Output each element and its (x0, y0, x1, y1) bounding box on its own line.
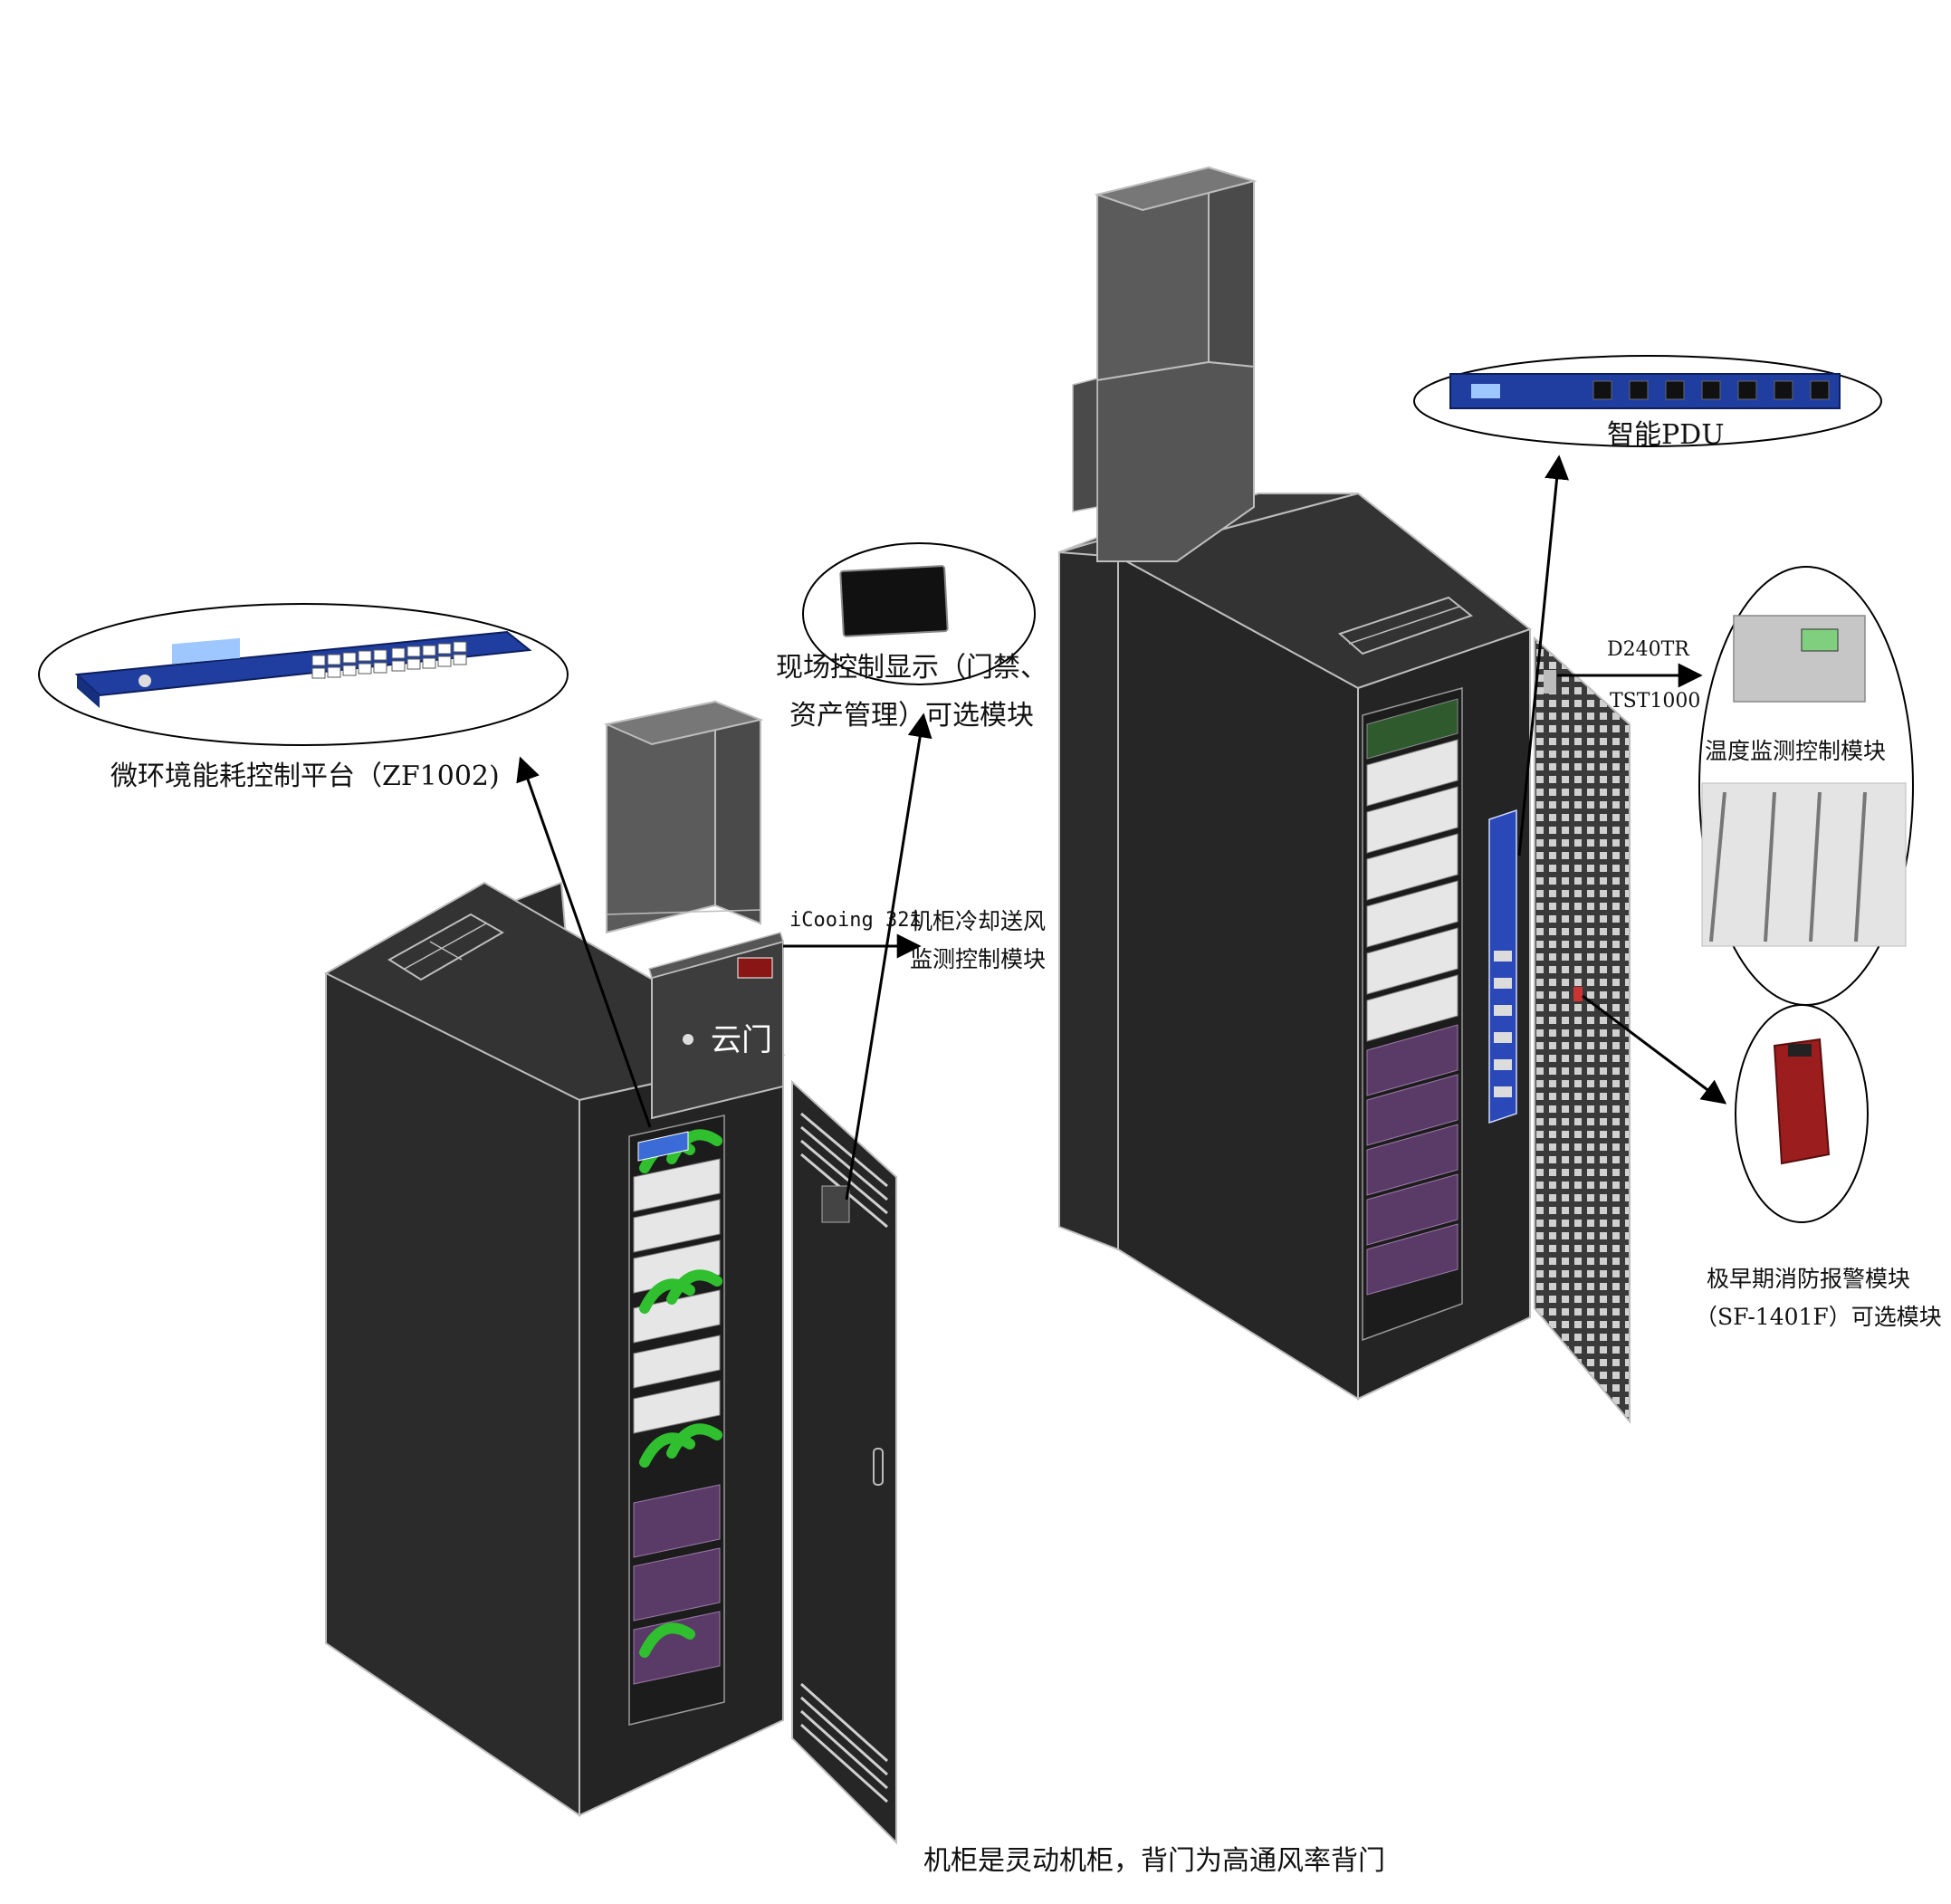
label-temp-module: 温度监测控制模块 (1705, 738, 1887, 764)
label-icooling-desc2: 监测控制模块 (910, 946, 1047, 972)
label-display-line2: 资产管理）可选模块 (789, 700, 1034, 732)
label-platform: 微环境能耗控制平台（ZF1002) (110, 761, 500, 792)
arrow-fire (1582, 994, 1727, 1105)
right-rear-door (1534, 636, 1631, 1424)
right-cabinet-side (1058, 528, 1119, 1251)
left-rear-door (791, 1079, 897, 1845)
label-pdu: 智能PDU (1607, 419, 1725, 451)
diagram-caption: 机柜是灵动机柜，背门为高通风率背门 (923, 1845, 1385, 1877)
platform-controller-callout: SHINE (38, 603, 569, 746)
rack-pdu-strip (1488, 808, 1517, 1124)
fire-alarm-callout (1735, 1004, 1869, 1223)
icooling-unit: 云门 (648, 932, 784, 1120)
temperature-module-callout (1698, 566, 1914, 1006)
cooling-unit-glyph: 云门 (711, 1022, 772, 1058)
right-air-duct (1072, 166, 1258, 562)
label-display-line1: 现场控制显示（门禁、 (776, 652, 1047, 684)
label-icooling-name: iCooing 321 (789, 909, 922, 932)
right-cabinet (1058, 492, 1533, 1401)
arrow-pdu (1517, 454, 1570, 856)
label-tst1000: TST1000 (1610, 690, 1701, 713)
label-fire-line1: 极早期消防报警模块 (1707, 1266, 1911, 1292)
display-module-callout (802, 542, 1036, 685)
callout-arrows (516, 454, 1727, 1201)
right-rack-servers (1366, 698, 1458, 1296)
arrow-platform (516, 756, 652, 1128)
label-fire-line2: （SF-1401F）可选模块 (1695, 1304, 1942, 1330)
left-rack-servers (633, 1129, 722, 1685)
pdu-callout (1413, 355, 1882, 447)
platform-brand: SHINE (101, 659, 132, 671)
left-air-duct (603, 700, 764, 934)
label-d240tr: D240TR (1607, 638, 1689, 661)
arrow-display (845, 713, 932, 1201)
label-icooling-desc1: 机柜冷却送风 (910, 908, 1047, 934)
